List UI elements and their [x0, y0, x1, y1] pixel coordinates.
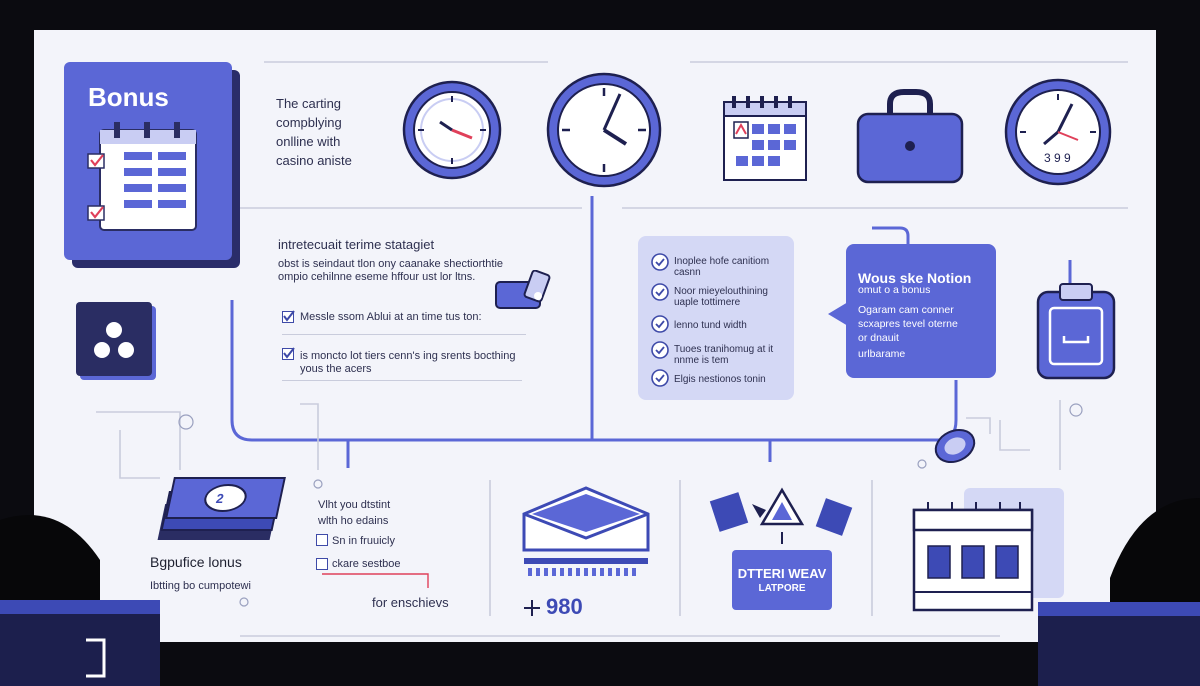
divider: [282, 380, 522, 381]
notion-line: omut o a bonus: [858, 284, 931, 296]
chips-card: [76, 302, 152, 376]
calendar-icon: [87, 122, 197, 231]
check-circle-icons: [651, 253, 669, 387]
bonus-card: Bonus: [64, 62, 232, 260]
bonus-number: 980: [546, 594, 583, 619]
svg-text:2: 2: [215, 491, 225, 506]
strategy-title: intretecuait terime statagiet: [278, 237, 435, 252]
ticket-icon: [709, 487, 853, 544]
bottom-left-sub: Ibtting bo cumpotewi: [150, 580, 251, 592]
notion-line: or dnauit: [858, 332, 899, 344]
check-mark-icon: [283, 347, 295, 359]
speech-pointer: [828, 302, 848, 326]
envelope-icon: [522, 486, 650, 576]
right-foreground-panel: [1038, 498, 1200, 686]
ticket-text: DTTERI WEAV: [737, 566, 827, 581]
strategy-item-1: Messle ssom Ablui at an time tus ton:: [300, 311, 482, 323]
clock-icon: [402, 80, 502, 180]
strategy-item-2: is moncto lot tiers cenn's ing srents bo…: [300, 350, 516, 375]
notion-line: urlbarame: [858, 348, 906, 360]
checklist-item: Elgis nestionos tonin: [674, 374, 766, 385]
red-underline: [322, 573, 429, 588]
money-stack-icon: 2: [157, 477, 286, 540]
left-foreground-panel: [0, 515, 160, 686]
intro-text: The carting compblying onlline with casi…: [276, 96, 352, 168]
option-checkbox-1[interactable]: [316, 534, 328, 546]
ticket-text: LATPORE: [758, 583, 806, 594]
notion-title: Wous ske Notion: [858, 270, 972, 286]
ticket-icon: [495, 270, 551, 309]
plus-icon: [524, 600, 540, 616]
casino-chip-icon: [94, 322, 134, 358]
bottom-left-title: Bgpufice lonus: [150, 554, 242, 570]
notion-line: scxapres tevel oterne: [858, 318, 958, 330]
clock-icon: [546, 72, 662, 188]
checklist-item: lenno tund width: [674, 320, 747, 331]
option-checkbox-2[interactable]: [316, 558, 328, 570]
ticket-card: DTTERI WEAV LATPORE: [732, 550, 832, 610]
check-mark-icon: [283, 310, 295, 322]
svg-text:3 9 9: 3 9 9: [1044, 151, 1071, 165]
bottom-foot-text: for enschievs: [372, 595, 449, 610]
option-label-2: ckare sestboe: [332, 558, 401, 570]
clipboard-icon: [1036, 283, 1116, 380]
clock-icon: 3 9 9: [1004, 78, 1112, 186]
strategy-description: obst is seindaut tlon ony caanake shecti…: [278, 258, 504, 283]
notion-line: Ogaram cam conner: [858, 304, 954, 316]
bottom-mid-text: Vlht you dtstint wlth ho edains: [318, 499, 391, 527]
option-label-1: Sn in fruuicly: [332, 535, 395, 547]
padlock-icon: [856, 89, 964, 184]
building-icon: [912, 502, 1034, 612]
notion-card: Wous ske Notion omut o a bonus Ogaram ca…: [846, 244, 996, 378]
calendar-icon: [723, 96, 807, 181]
bonus-title: Bonus: [88, 82, 169, 112]
casino-chip-icon: [934, 428, 976, 464]
divider: [282, 334, 526, 335]
